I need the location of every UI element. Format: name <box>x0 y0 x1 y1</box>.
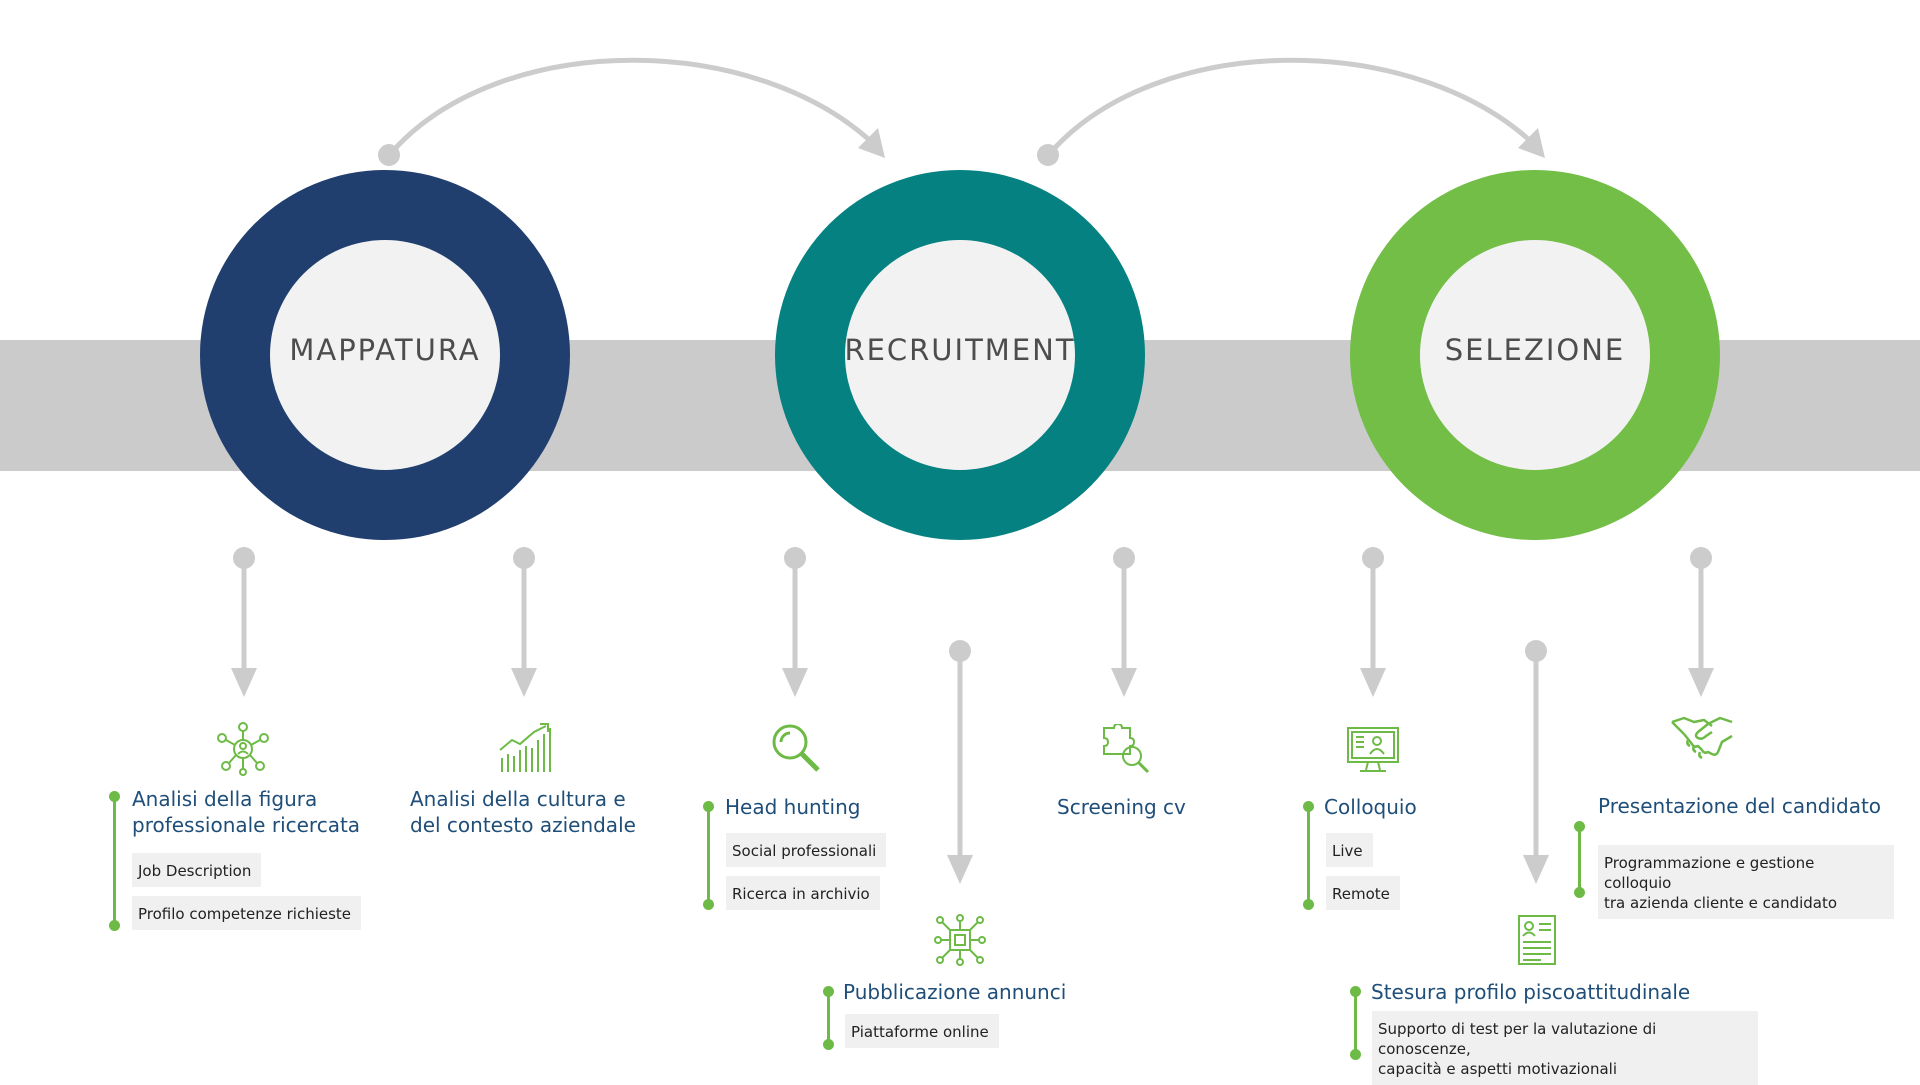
document-list-icon <box>1518 915 1556 965</box>
stage-label-mappatura: MAPPATURA <box>289 333 481 367</box>
item-title-presentazione-candidato: Presentazione del candidato <box>1598 794 1882 818</box>
curved-arrow-1 <box>378 57 885 166</box>
tag-job-description: Job Description <box>132 853 262 887</box>
tag-remote: Remote <box>1326 876 1400 910</box>
monitor-user-icon <box>1347 727 1399 772</box>
bullet-dot <box>823 1039 834 1050</box>
down-arrow <box>231 547 257 697</box>
tag-programmazione-colloquio: Programmazione e gestione colloquio tra … <box>1598 845 1894 919</box>
magnifier-icon <box>772 724 820 772</box>
down-arrow <box>511 547 537 697</box>
network-chip-icon <box>934 914 986 966</box>
tag-piattaforme-online: Piattaforme online <box>845 1014 999 1048</box>
curved-arrow-2 <box>1037 57 1545 166</box>
handshake-icon <box>1671 716 1733 760</box>
item-title-pubblicazione-annunci: Pubblicazione annunci <box>843 980 1067 1004</box>
stage-ring-recruitment <box>775 170 1145 540</box>
bullet-dot <box>1574 887 1585 898</box>
bullet-dot <box>703 801 714 812</box>
bullet-line <box>707 806 710 904</box>
item-title-stesura-profilo: Stesura profilo piscoattitudinale <box>1371 980 1691 1004</box>
bullet-dot <box>703 899 714 910</box>
item-title-screening-cv: Screening cv <box>1057 795 1186 819</box>
tag-live: Live <box>1326 833 1373 867</box>
bullet-line <box>1578 826 1581 892</box>
bullet-dot <box>1303 801 1314 812</box>
item-title-analisi-figura: Analisi della figura professionale ricer… <box>132 787 361 837</box>
tag-profilo-competenze: Profilo competenze richieste <box>132 896 362 930</box>
tag-social-professionali: Social professionali <box>726 833 887 867</box>
bullet-dot <box>109 920 120 931</box>
growth-chart-icon <box>499 723 551 772</box>
item-title-head-hunting: Head hunting <box>725 795 861 819</box>
people-network-icon <box>217 722 269 776</box>
bullet-line <box>1307 806 1310 904</box>
tag-ricerca-archivio: Ricerca in archivio <box>726 876 880 910</box>
down-arrow <box>1688 547 1714 697</box>
bullet-dot <box>1574 821 1585 832</box>
item-title-analisi-cultura: Analisi della cultura e del contesto azi… <box>410 787 636 837</box>
item-title-colloquio: Colloquio <box>1324 795 1417 819</box>
tag-supporto-test: Supporto di test per la valutazione di c… <box>1372 1011 1758 1085</box>
bullet-dot <box>1303 899 1314 910</box>
bullet-dot <box>1350 986 1361 997</box>
down-arrow-long <box>1523 640 1549 884</box>
stage-ring-selezione <box>1350 170 1720 540</box>
bullet-dot <box>109 791 120 802</box>
bullet-dot <box>1350 1049 1361 1060</box>
down-arrow <box>782 547 808 697</box>
stage-label-selezione: SELEZIONE <box>1444 333 1626 367</box>
down-arrow <box>1360 547 1386 697</box>
down-arrow <box>1111 547 1137 697</box>
bullet-dot <box>823 986 834 997</box>
bullet-line <box>1354 991 1357 1054</box>
down-arrow-long <box>947 640 973 884</box>
bullet-line <box>827 991 830 1044</box>
bullet-line <box>113 795 116 925</box>
stage-ring-mappatura <box>200 170 570 540</box>
stage-label-recruitment: RECRUITMENT <box>844 333 1076 367</box>
puzzle-search-icon <box>1103 724 1150 774</box>
